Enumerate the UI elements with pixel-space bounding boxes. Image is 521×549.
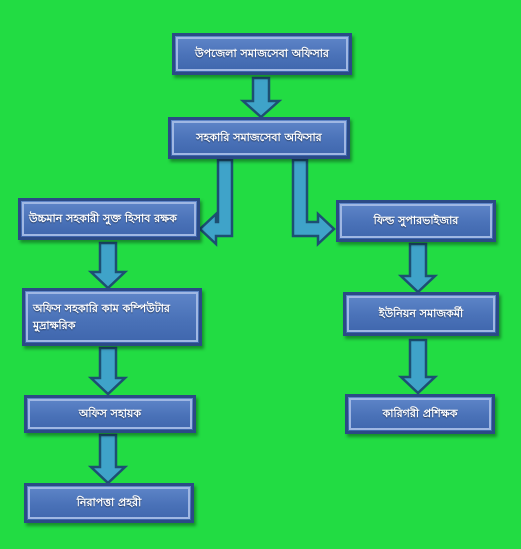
accountant-label: উচ্চমান সহকারী সুক্ত হিসাব রক্ষক	[29, 212, 177, 226]
arrow-assistant-to-accountant	[198, 158, 234, 247]
arrow-union-to-trainer	[397, 338, 439, 395]
field-supervisor-box: ফিল্ড সুপারভাইজার	[336, 200, 496, 242]
union-worker-label: ইউনিয়ন সমাজকর্মী	[378, 307, 464, 321]
technical-trainer-label: কারিগরী প্রশিক্ষক	[382, 407, 458, 421]
security-guard-box: নিরাপত্তা প্রহরী	[24, 483, 194, 523]
arrow-accountant-to-typist	[87, 241, 129, 290]
assistant-officer-label: সহকারি সমাজসেবা অফিসার	[196, 131, 322, 145]
computer-typist-label: অফিস সহকারি কাম কম্পিউটার মুদ্রাক্ষরিক	[33, 301, 170, 332]
assistant-officer-box: সহকারি সমাজসেবা অফিসার	[168, 117, 350, 159]
upazila-officer-label: উপজেলা সমাজসেবা অফিসার	[195, 47, 329, 61]
security-guard-label: নিরাপত্তা প্রহরী	[76, 496, 142, 510]
office-assistant-label: অফিস সহায়ক	[78, 407, 142, 421]
arrow-typist-to-assistant	[87, 346, 129, 396]
accountant-box: উচ্চমান সহকারী সুক্ত হিসাব রক্ষক	[18, 198, 200, 240]
office-assistant-box: অফিস সহায়ক	[24, 395, 196, 433]
arrow-supervisor-to-union	[397, 242, 439, 294]
computer-typist-box: অফিস সহকারি কাম কম্পিউটার মুদ্রাক্ষরিক	[22, 288, 202, 346]
union-worker-box: ইউনিয়ন সমাজকর্মী	[343, 292, 499, 336]
upazila-officer-box: উপজেলা সমাজসেবা অফিসার	[172, 33, 352, 75]
technical-trainer-box: কারিগরী প্রশিক্ষক	[345, 394, 495, 434]
arrow-officer-to-assistant	[239, 76, 283, 119]
field-supervisor-label: ফিল্ড সুপারভাইজার	[373, 214, 459, 228]
arrow-assistant-to-guard	[87, 433, 129, 485]
arrow-assistant-to-supervisor	[291, 158, 336, 247]
